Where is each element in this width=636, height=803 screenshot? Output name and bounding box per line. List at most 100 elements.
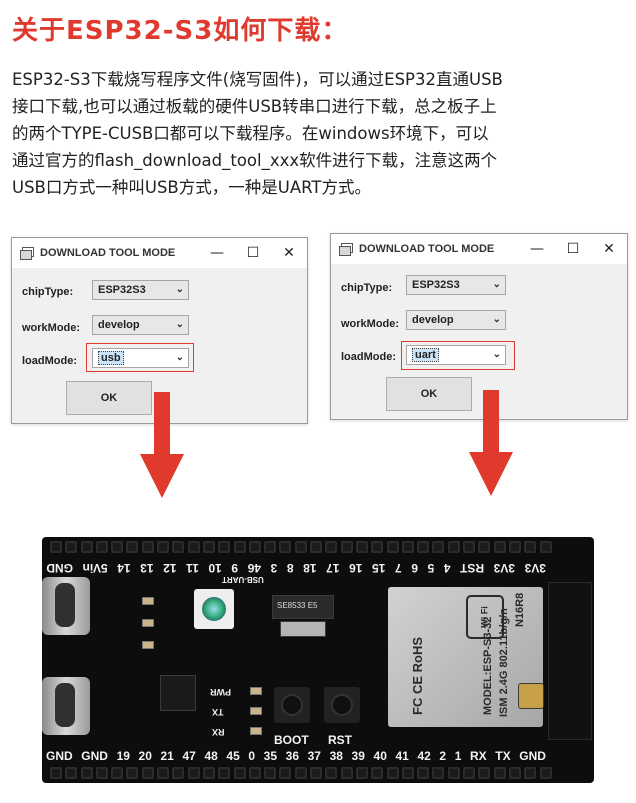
chiptype-select[interactable]: ESP32S3 ⌄ [406,275,506,295]
pin-label: 36 [285,749,299,763]
description-paragraph: ESP32-S3下载烧写程序文件(烧写固件)，可以通过ESP32直通USB 接口… [12,66,624,201]
pin-label: GND [519,749,546,763]
paragraph-line: 通过官方的flash_download_tool_xxx软件进行下载，注意这两个 [12,151,498,170]
chiptype-label: chipType: [22,286,74,298]
workmode-label: workMode: [22,322,81,334]
smd-component [250,727,262,735]
usb-c-port-lower [42,677,90,735]
bottom-header-pins [50,767,555,779]
close-icon[interactable]: ✕ [283,245,295,261]
paragraph-line: USB口方式一种叫USB方式，一种是UART方式。 [12,178,371,197]
pin-label: RX [470,749,487,763]
workmode-select[interactable]: develop ⌄ [406,310,506,330]
rgb-led [194,589,234,629]
smd-component [250,687,262,695]
maximize-icon[interactable]: ☐ [246,245,260,261]
bottom-pin-labels: GND GND 19 20 21 47 48 45 0 35 36 37 38 … [46,749,546,767]
pin-label: 0 [248,749,256,763]
pin-label: 46 [247,561,261,575]
loadmode-value: uart [412,348,439,362]
smd-component [142,641,154,649]
loadmode-highlight-box [86,343,194,372]
pin-label: 40 [373,749,387,763]
paragraph-line: 的两个TYPE-CUSB口都可以下载程序。在windows环境下，可以 [12,124,489,143]
pin-label: 11 [186,561,199,575]
module-marks-text: FC CE RoHS [410,637,425,715]
pin-label: 21 [160,749,174,763]
pin-label: 3 [270,561,278,575]
workmode-select[interactable]: develop ⌄ [92,315,189,335]
page-heading: 关于ESP32-S3如何下载： [12,16,349,46]
paragraph-line: ESP32-S3下载烧写程序文件(烧写固件)，可以通过ESP32直通USB [12,70,503,89]
pin-label: 16 [349,561,363,575]
pin-label: 42 [417,749,431,763]
pin-label: 48 [204,749,218,763]
boot-label: BOOT [274,733,309,747]
dialog-titlebar[interactable]: DOWNLOAD TOOL MODE — ☐ ✕ [12,238,307,268]
pin-label: 4 [443,561,451,575]
chiptype-value: ESP32S3 [98,284,146,296]
workmode-value: develop [412,314,454,326]
pin-label: RST [460,561,485,575]
minimize-icon[interactable]: — [530,241,544,257]
top-pin-labels: 3V3 3V3 RST 4 5 6 7 15 16 17 18 8 3 46 9… [46,557,546,575]
rst-label: RST [328,733,352,747]
pin-label: 3V3 [524,561,546,575]
pin-label: 5 [427,561,435,575]
pin-label: GND [46,561,73,575]
pin-label: 8 [286,561,294,575]
smd-component [142,597,154,605]
pin-label: 2 [439,749,447,763]
usb-uart-label: USB-UART [222,575,264,584]
loadmode-select[interactable]: usb ⌄ [92,348,189,368]
pin-label: TX [495,749,511,763]
pin-label: 14 [117,561,131,575]
pin-label: GND [81,749,108,763]
pin-label: 38 [329,749,343,763]
down-arrow-icon [140,392,184,498]
chevron-down-icon: ⌄ [492,314,501,325]
pin-label: 19 [116,749,130,763]
chevron-down-icon: ⌄ [492,349,501,360]
app-window-icon [339,243,353,256]
loadmode-select[interactable]: uart ⌄ [406,345,506,365]
paragraph-line: 接口下载,也可以通过板载的硬件USB转串口进行下载，总之板子上 [12,97,497,116]
pin-label: 5Vin [82,561,108,575]
pin-label: 41 [395,749,409,763]
loadmode-label: loadMode: [22,355,77,367]
usb-uart-chip [160,675,196,711]
pin-label: 3V3 [493,561,516,575]
dialog-titlebar[interactable]: DOWNLOAD TOOL MODE — ☐ ✕ [331,234,627,264]
pin-label: 6 [411,561,418,575]
loadmode-value: usb [98,351,124,365]
workmode-label: workMode: [341,318,400,330]
pcb-antenna [548,582,592,740]
pin-label: 12 [163,561,177,575]
chevron-down-icon: ⌄ [175,284,184,295]
reset-button [324,687,360,723]
download-tool-dialog-uart: DOWNLOAD TOOL MODE — ☐ ✕ chipType: ESP32… [330,233,628,420]
smd-component [250,707,262,715]
loadmode-label: loadMode: [341,351,396,363]
chevron-down-icon: ⌄ [492,279,501,290]
chiptype-select[interactable]: ESP32S3 ⌄ [92,280,189,300]
ok-button[interactable]: OK [386,377,472,411]
loadmode-highlight-box [401,341,515,370]
maximize-icon[interactable]: ☐ [566,241,580,257]
chevron-down-icon: ⌄ [175,352,184,363]
wifi-logo: Wi Fi [466,595,504,639]
pin-label: 45 [226,749,240,763]
pin-label: 9 [231,561,239,575]
download-tool-dialog-usb: DOWNLOAD TOOL MODE — ☐ ✕ chipType: ESP32… [11,237,308,424]
esp32-s3-module: MODEL:ESP-S3-32 ISM 2.4G 802.11b/g/n N16… [388,587,543,727]
pin-label: 47 [182,749,196,763]
module-n16r8-text: N16R8 [514,592,526,627]
ok-button[interactable]: OK [66,381,152,415]
pin-label: 20 [138,749,152,763]
boot-button [274,687,310,723]
minimize-icon[interactable]: — [210,245,224,261]
esp32-s3-dev-board: 3V3 3V3 RST 4 5 6 7 15 16 17 18 8 3 46 9… [42,537,594,783]
close-icon[interactable]: ✕ [603,241,615,257]
pin-label: 37 [307,749,321,763]
pin-label: 39 [351,749,365,763]
